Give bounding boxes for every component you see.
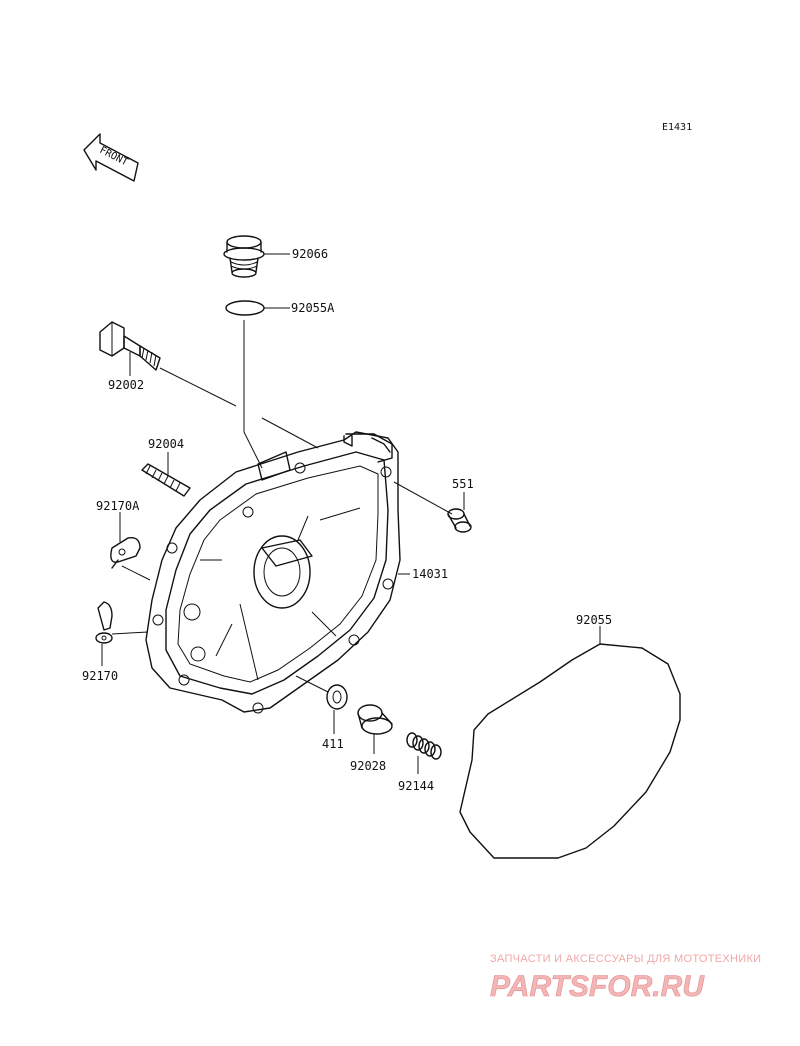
clamp-a-drawing xyxy=(110,537,141,569)
dowel-drawing xyxy=(447,508,472,533)
label-seal: 411 xyxy=(322,737,344,751)
label-clamp-a: 92170A xyxy=(96,499,140,513)
watermark-brand: PARTSFOR.RU xyxy=(490,970,705,1003)
diagram-code: E1431 xyxy=(662,122,692,133)
label-small-oring: 92055A xyxy=(291,301,335,315)
label-large-gasket: 92055 xyxy=(576,613,612,627)
stud-drawing xyxy=(141,463,191,497)
spring-drawing xyxy=(406,732,442,760)
watermark-tagline: ЗАПЧАСТИ И АКСЕССУАРЫ ДЛЯ МОТОТЕХНИКИ xyxy=(490,953,761,965)
label-spring: 92144 xyxy=(398,779,434,793)
bolt-drawing xyxy=(99,321,161,371)
label-plug: 92066 xyxy=(292,247,328,261)
front-arrow-icon: FRONT xyxy=(83,133,139,182)
large-gasket-drawing xyxy=(459,643,681,859)
label-clamp: 92170 xyxy=(82,669,118,683)
label-bushing: 92028 xyxy=(350,759,386,773)
label-dowel: 551 xyxy=(452,477,474,491)
cover-drawing xyxy=(145,431,401,714)
label-cover: 14031 xyxy=(412,567,448,581)
label-bolt: 92002 xyxy=(108,378,144,392)
plug-drawing xyxy=(223,235,265,278)
seal-drawing xyxy=(326,684,348,710)
label-stud: 92004 xyxy=(148,437,184,451)
bushing-drawing xyxy=(357,704,393,735)
small-oring-drawing xyxy=(225,300,265,316)
watermark: ЗАПЧАСТИ И АКСЕССУАРЫ ДЛЯ МОТОТЕХНИКИ PA… xyxy=(490,953,761,1003)
clamp-drawing xyxy=(95,601,113,644)
